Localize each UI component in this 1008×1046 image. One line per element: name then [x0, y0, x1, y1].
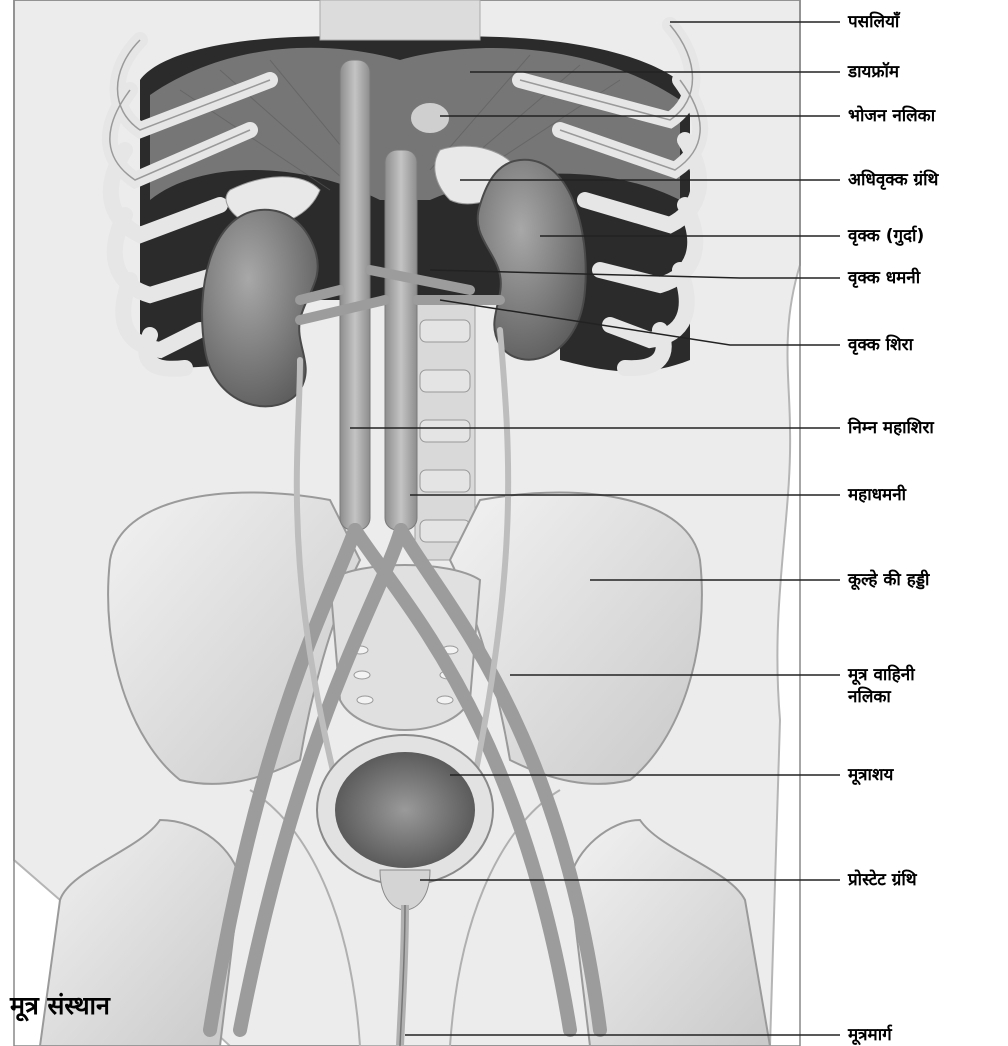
- label-adrenal-gland: अधिवृक्क ग्रंथि: [848, 170, 938, 191]
- esophagus: [410, 102, 450, 134]
- label-ureter-line1: मूत्र वाहिनी: [848, 665, 915, 686]
- label-esophagus: भोजन नलिका: [848, 106, 935, 127]
- label-kidney: वृक्क (गुर्दा): [848, 226, 924, 247]
- aorta: [385, 150, 417, 530]
- sternum: [320, 0, 480, 40]
- inferior-vena-cava: [340, 60, 370, 530]
- label-inferior-vena-cava: निम्न महाशिरा: [848, 418, 934, 439]
- spine: [415, 300, 475, 560]
- label-renal-vein: वृक्क शिरा: [848, 335, 913, 356]
- label-renal-artery: वृक्क धमनी: [848, 268, 920, 289]
- label-hip-bone: कूल्हे की हड्डी: [848, 570, 929, 591]
- label-diaphragm: डायफ्रॉम: [848, 62, 899, 83]
- label-ribs: पसलियाँ: [848, 12, 899, 33]
- diagram-title: मूत्र संस्थान: [10, 988, 110, 1022]
- bladder: [335, 752, 475, 868]
- label-ureter-line2: नलिका: [848, 687, 891, 708]
- label-bladder: मूत्राशय: [848, 765, 893, 786]
- label-aorta: महाधमनी: [848, 485, 906, 506]
- label-urethra: मूत्रमार्ग: [848, 1025, 892, 1046]
- label-prostate-gland: प्रोस्टेट ग्रंथि: [848, 870, 917, 891]
